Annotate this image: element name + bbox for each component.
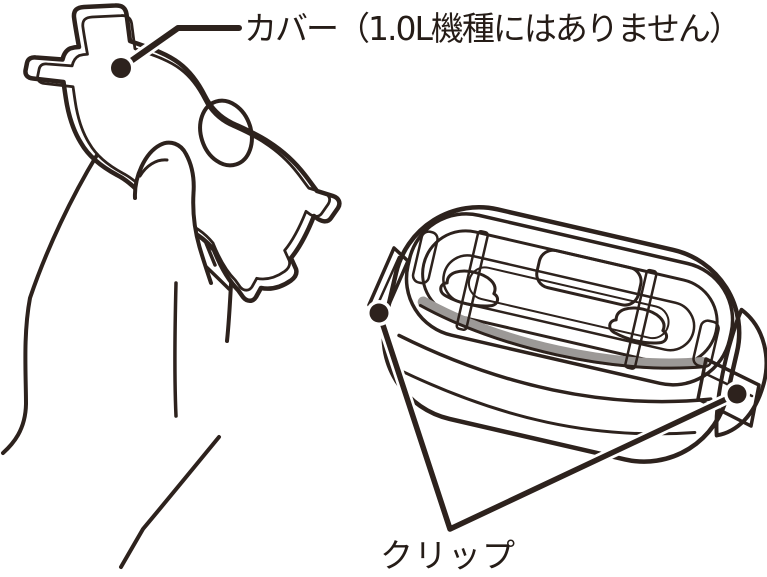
pin-rod-right	[624, 268, 658, 370]
clip-leader-lines	[376, 310, 740, 532]
cover-callout	[107, 22, 245, 82]
thumb-fill	[134, 142, 216, 318]
hand-illustration	[0, 153, 234, 577]
clip-callout	[366, 300, 750, 535]
floor-detail-line	[467, 266, 670, 340]
hand-heel-outline	[119, 435, 221, 569]
container-body	[381, 205, 742, 464]
clip-callout-dot-right	[727, 384, 747, 404]
clip-callout-dot-left	[369, 303, 389, 323]
finger-crease-2	[204, 241, 217, 267]
cover-leader-line	[118, 25, 242, 71]
clip-label: クリップ	[380, 536, 516, 575]
interior-shade-band	[417, 296, 709, 370]
clip-tab-right-blade	[696, 357, 761, 428]
clamp-pin-left	[439, 230, 500, 331]
thumb-outline	[132, 140, 213, 285]
cover-label: カバー（1.0L機種にはありません）	[244, 9, 742, 48]
palm-fill	[0, 155, 234, 577]
right-end-slot	[692, 319, 720, 368]
interior-near-edge	[418, 303, 706, 370]
clamp-pin-right	[608, 268, 669, 370]
far-wall-recess	[535, 248, 643, 307]
thumbnail-arc	[138, 158, 169, 178]
left-end-channel	[411, 230, 439, 285]
pin-cap-left	[439, 269, 500, 308]
hand-left-outline	[1, 153, 99, 455]
thumb-in-front	[132, 140, 216, 418]
clip-tab-left-ridge	[375, 255, 401, 308]
thumb-base-crease	[173, 281, 178, 418]
pin-cap-right	[608, 306, 669, 345]
pin-rod-left	[455, 230, 490, 331]
floor-plateau	[442, 254, 696, 352]
wrist-right-outline	[225, 282, 233, 343]
cover-callout-dot	[111, 58, 131, 78]
near-face-crease-1	[397, 333, 713, 404]
fingertip-behind-cover	[198, 98, 254, 168]
